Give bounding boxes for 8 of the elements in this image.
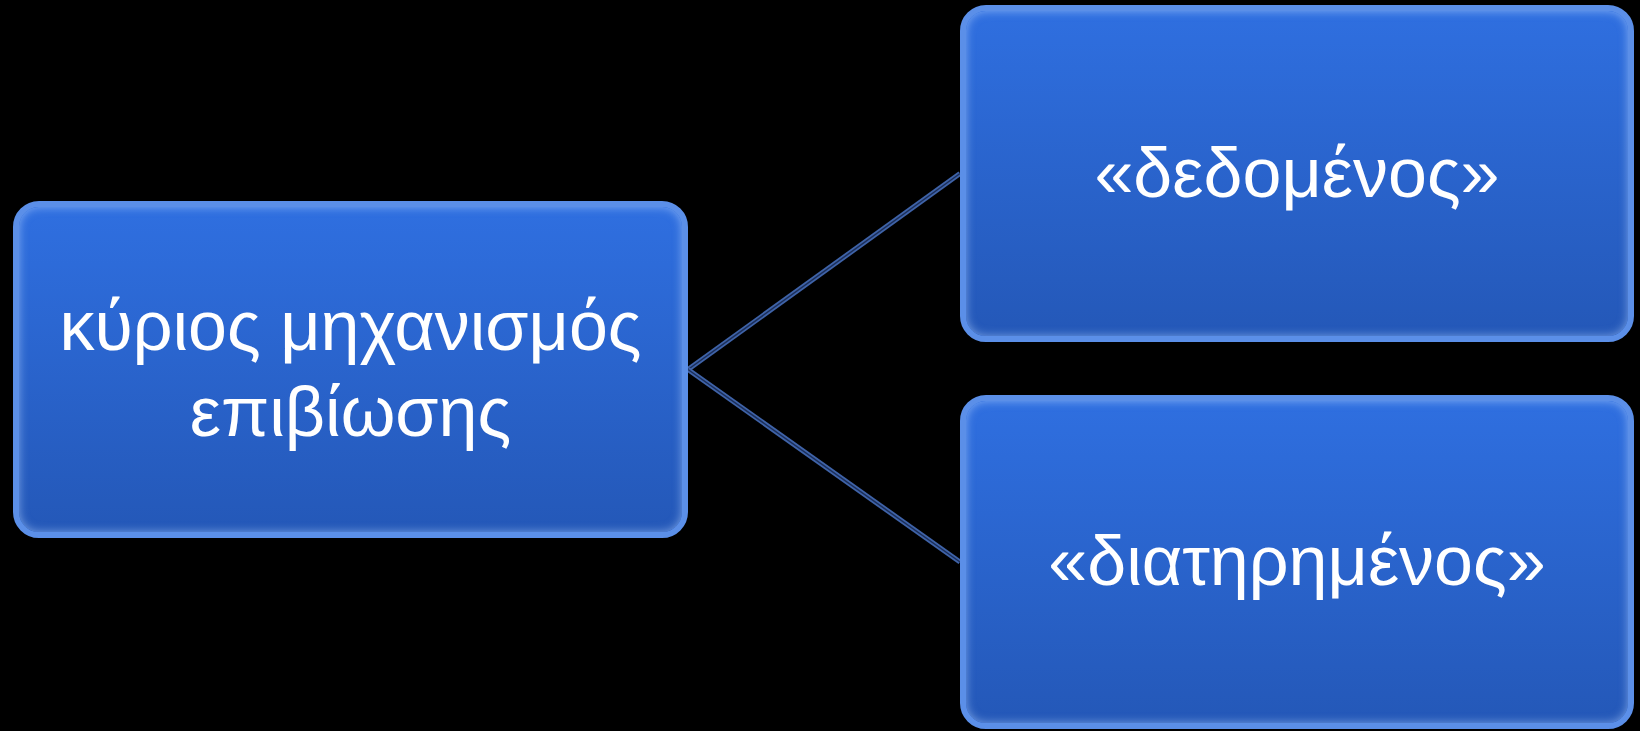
box-label: «δεδομένος» (1093, 132, 1501, 214)
connector-line (686, 171, 962, 372)
process-box (13, 201, 688, 538)
connector-line (686, 367, 962, 565)
process-box (960, 5, 1634, 342)
process-box (960, 395, 1634, 729)
box-label: «διατηρημένος» (1047, 521, 1547, 603)
box-label: κύριος μηχανισμός επιβίωσης (58, 286, 643, 453)
